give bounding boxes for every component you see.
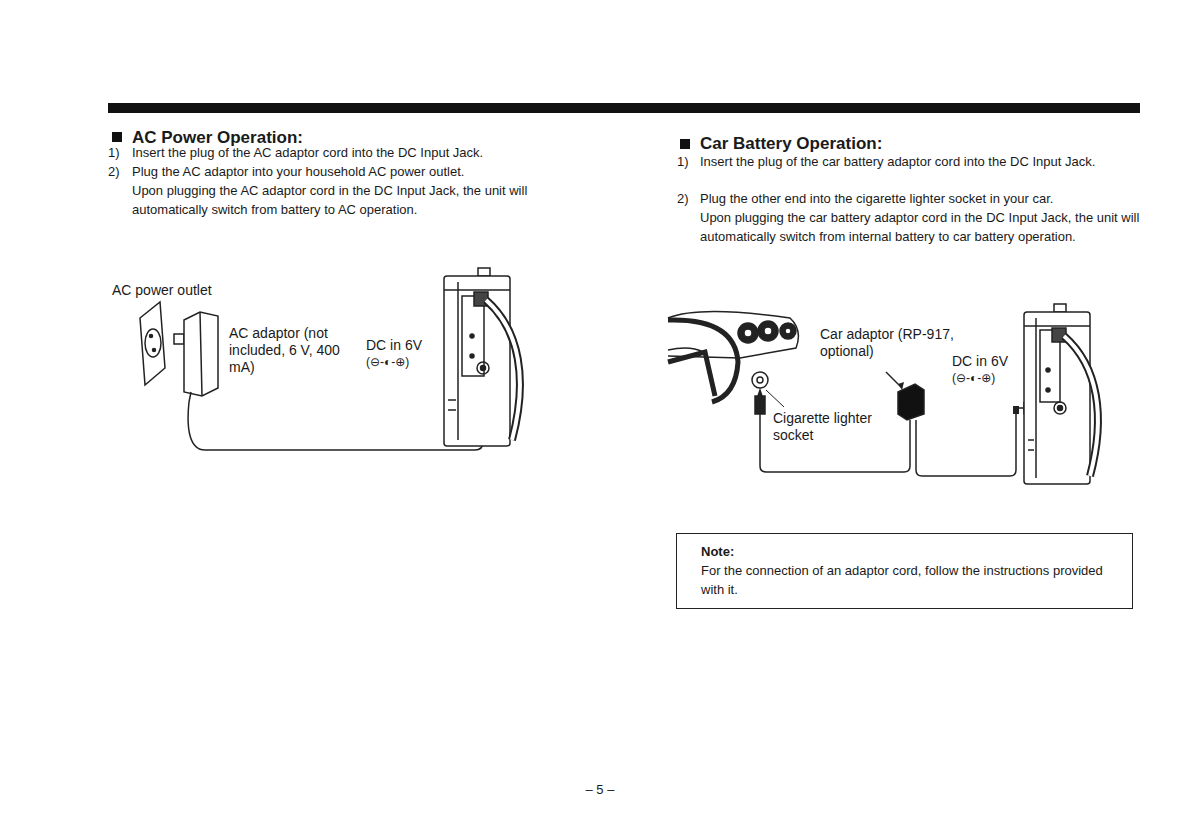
part-label: AC adaptor (not included, 6 V, 400 mA): [229, 325, 347, 376]
polarity-symbol: (⊖-◐-⊕): [952, 371, 1022, 386]
bullet: [680, 139, 690, 149]
note-box: Note:For the connection of an adaptor co…: [676, 533, 1133, 609]
adaptor-cord: [916, 412, 1016, 476]
leader-line: [766, 390, 784, 407]
ac-adaptor: [174, 312, 218, 402]
arrow: [898, 382, 904, 390]
polarity-symbol: (⊖-◐-⊕): [366, 355, 442, 370]
part-label: Cigarette lighter socket: [773, 410, 898, 444]
jack-label: DC in 6V: [366, 337, 442, 354]
radio-unit: [1024, 304, 1098, 484]
part-label: AC power outlet: [112, 282, 272, 299]
step-text: Insert the plug of the AC adaptor cord i…: [132, 143, 592, 162]
jack-label: DC in 6V: [952, 353, 1022, 370]
section-heading: Car Battery Operation:: [700, 134, 1120, 154]
dc-plug: [1013, 406, 1019, 414]
step-number: 1): [677, 152, 699, 171]
step-number: 2): [108, 162, 130, 181]
note-text: For the connection of an adaptor cord, f…: [701, 561, 1124, 599]
adaptor-cord: [188, 402, 483, 450]
radio-unit: [444, 268, 520, 446]
step-number: 2): [677, 189, 699, 208]
step-text: Plug the other end into the cigarette li…: [700, 189, 1140, 208]
car-dashboard: [668, 312, 798, 403]
step-text: Insert the plug of the car battery adapt…: [700, 152, 1140, 171]
cigarette-lighter-socket: [752, 372, 768, 414]
step-text: Upon plugging the AC adaptor cord in the…: [132, 181, 592, 219]
header-bar: [108, 103, 1140, 113]
step-number: 1): [108, 143, 130, 162]
ac-outlet: [140, 302, 165, 385]
bullet: [112, 132, 122, 142]
part-label: Car adaptor (RP-917, optional): [820, 326, 960, 360]
step-text: Plug the AC adaptor into your household …: [132, 162, 592, 181]
step-text: Upon plugging the car battery adaptor co…: [700, 208, 1140, 246]
page-number: – 5 –: [560, 780, 640, 799]
note-heading: Note:: [701, 542, 1124, 561]
